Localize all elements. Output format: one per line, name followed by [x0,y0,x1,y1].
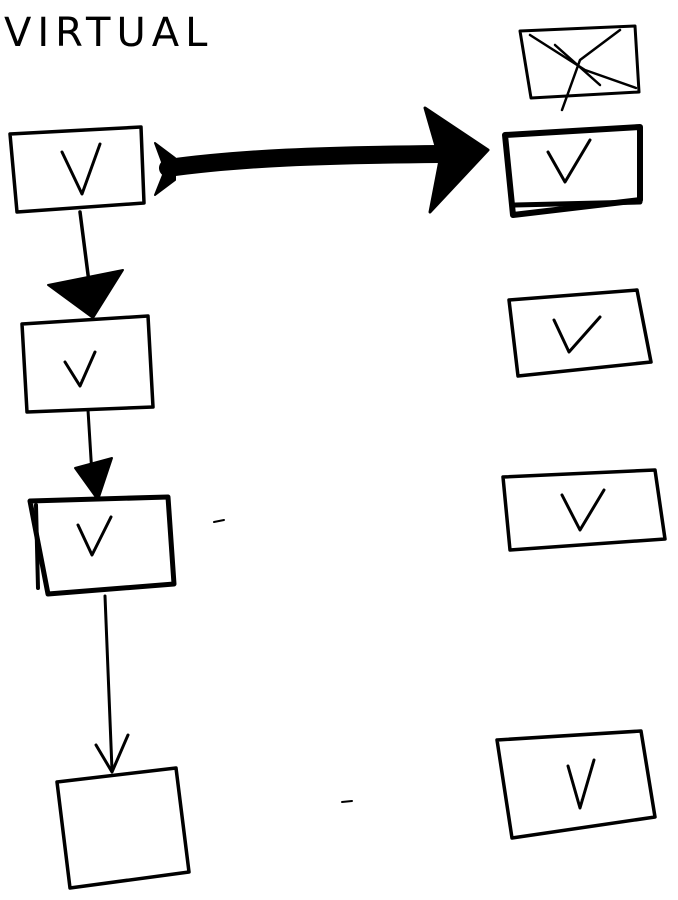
sketch-title: VIRTUAL [4,10,213,56]
right-box-2-mark: V [570,344,571,346]
stray-mark [341,800,353,803]
left-box-1: V [8,125,146,214]
left-box-2-mark: V [80,379,81,381]
right-box-4-mark: V [580,799,581,801]
right-box-crossed-mark: X [580,59,581,61]
right-box-4: V [495,729,657,840]
arrow-left2-to-left3 [74,408,113,501]
right-box-crossed: X [518,24,641,112]
left-box-2: V [20,314,155,414]
right-box-1-mark: V [565,174,566,176]
arrow-left1-to-right1 [154,106,490,214]
left-box-3-mark: V [92,549,93,551]
left-box-1-mark: V [75,181,76,183]
right-box-3: V [501,468,667,552]
arrow-left1-to-left2 [47,210,124,319]
right-box-3-mark: V [580,519,581,521]
left-box-3: V [27,494,177,597]
right-box-1: V [502,124,643,218]
stray-mark [213,519,225,523]
left-box-4 [55,766,191,890]
right-box-2: V [507,288,653,378]
arrow-left3-to-left4 [94,594,130,774]
